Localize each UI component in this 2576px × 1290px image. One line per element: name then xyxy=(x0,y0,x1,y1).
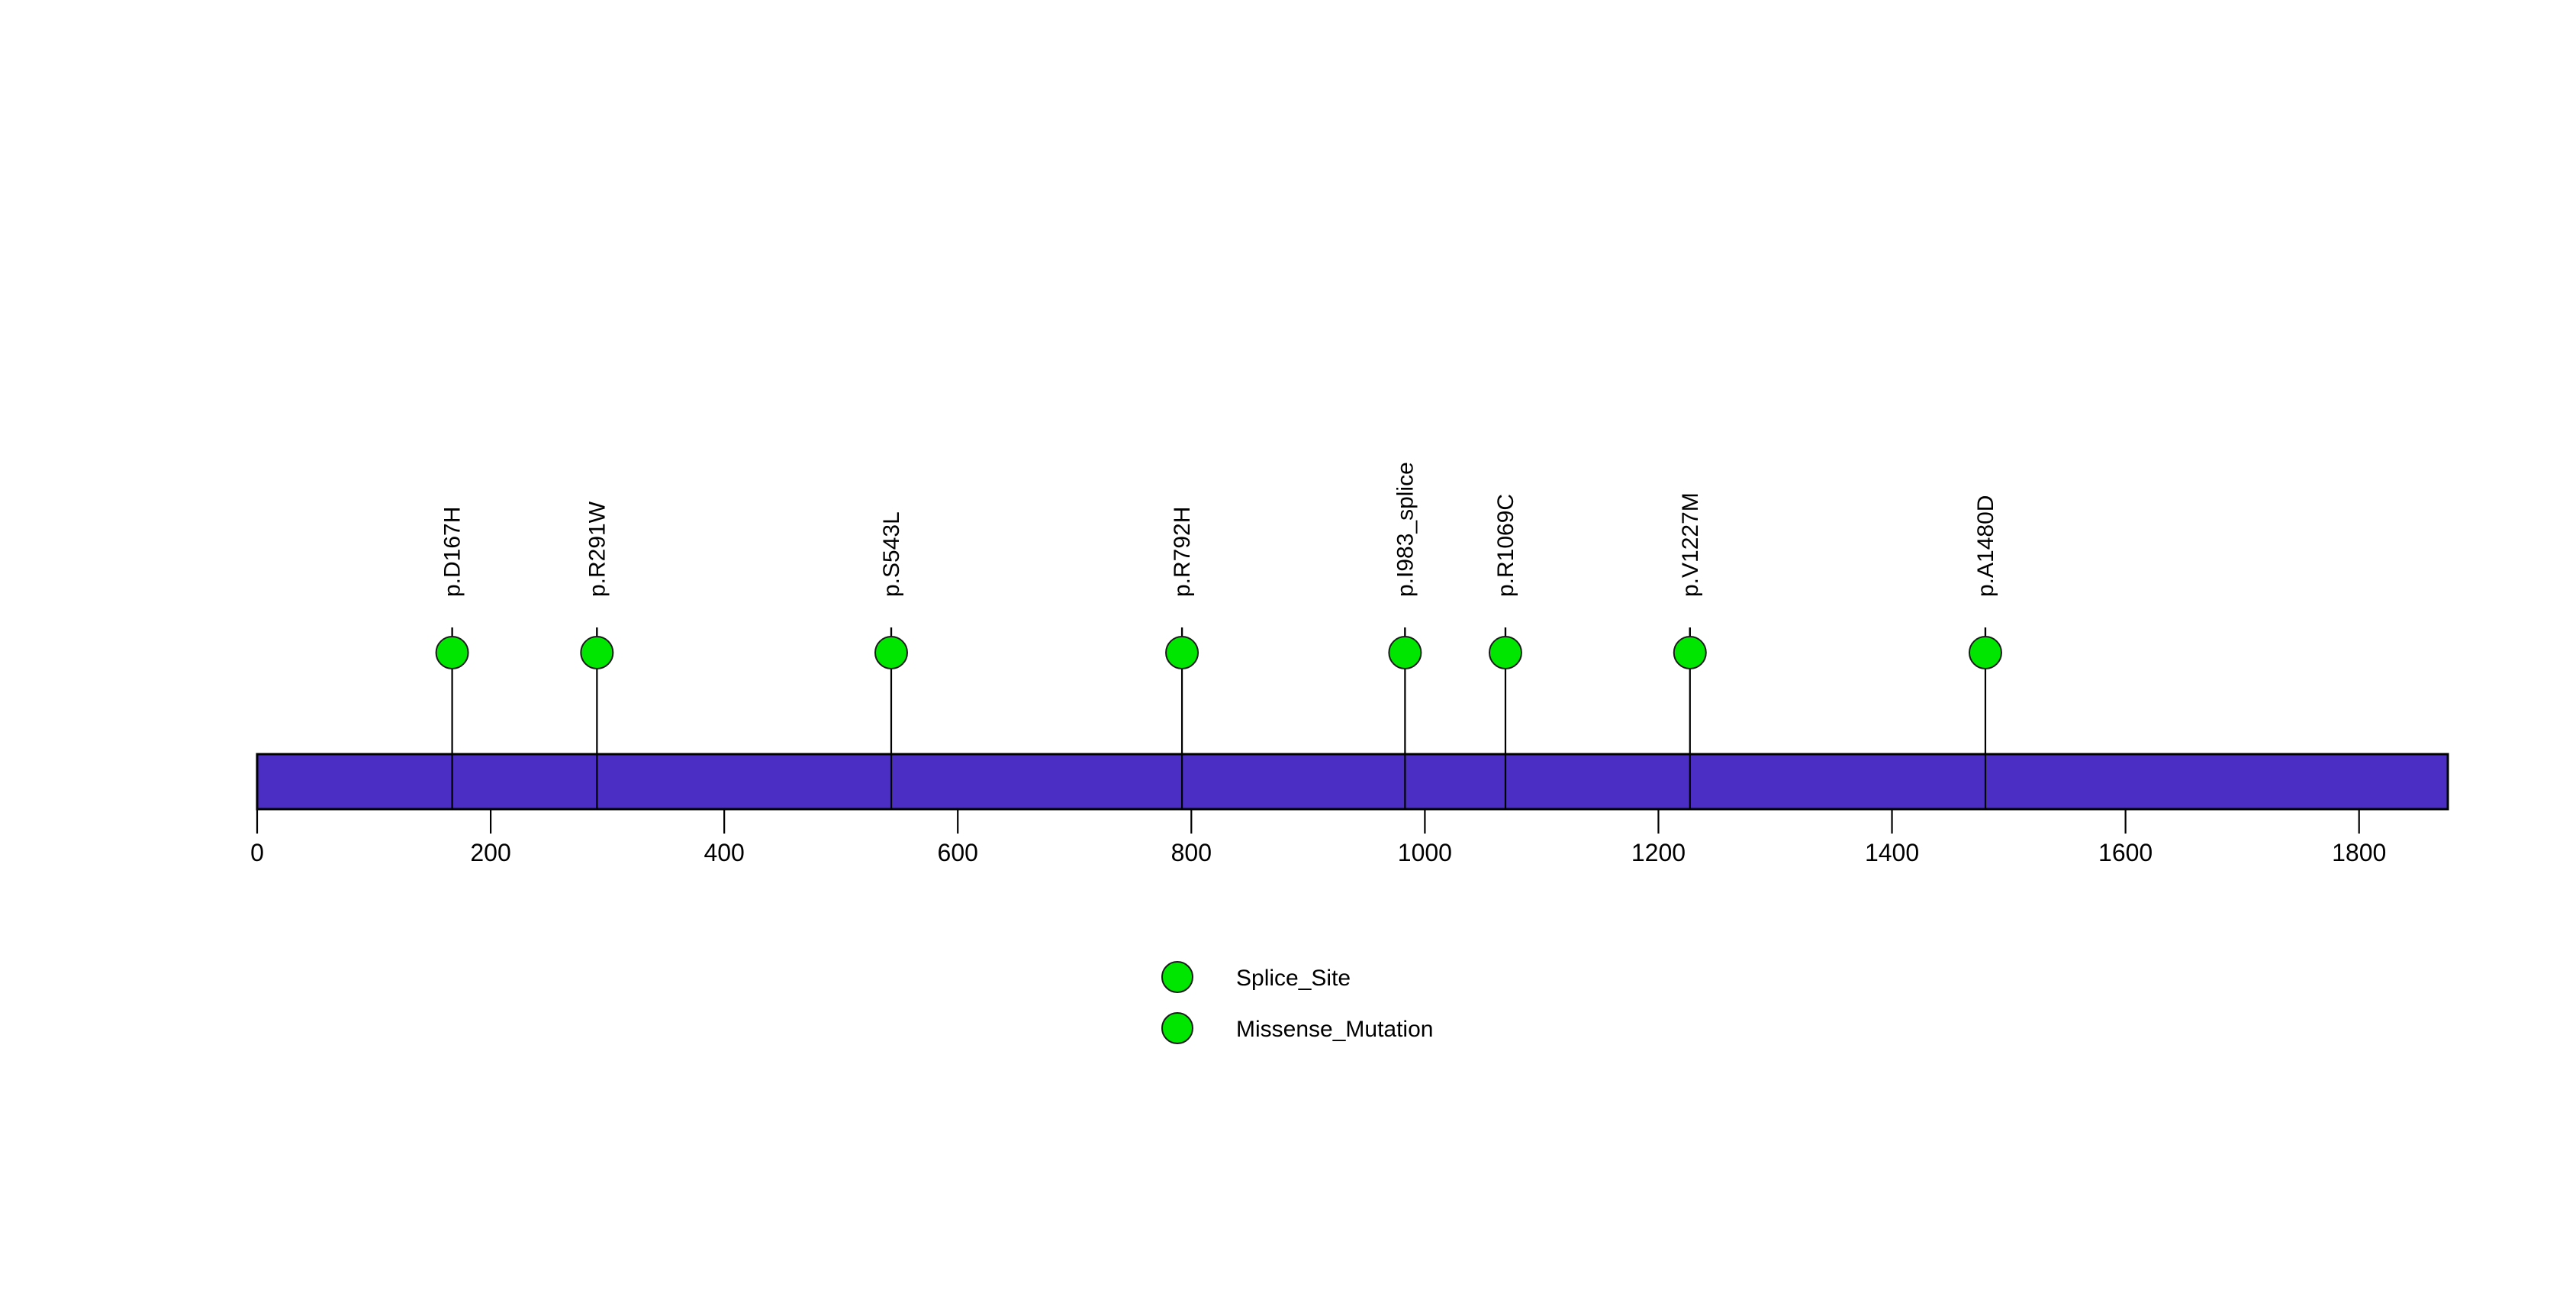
mutation-label: p.A1480D xyxy=(1973,495,1998,597)
lollipop-head[interactable]: p.V1227M (Missense_Mutation) xyxy=(1673,636,1707,669)
mutation-label: p.R1069C xyxy=(1493,494,1518,597)
lollipop-head[interactable]: p.A1480D (Missense_Mutation) xyxy=(1968,636,2002,669)
legend-marker[interactable] xyxy=(1161,961,1193,993)
x-axis-tick-label: 400 xyxy=(704,839,744,866)
lollipop-head[interactable]: p.R1069C (Missense_Mutation) xyxy=(1488,636,1522,669)
x-axis-tick-label: 1400 xyxy=(1865,839,1919,866)
mutation-label: p.R291W xyxy=(584,501,610,597)
legend-label: Missense_Mutation xyxy=(1236,1017,1433,1042)
lollipop-head[interactable]: p.R291W (Missense_Mutation) xyxy=(580,636,614,669)
lollipop-head[interactable]: p.R792H (Missense_Mutation) xyxy=(1165,636,1199,669)
mutation-label: p.S543L xyxy=(879,511,904,597)
lollipop-heads-group[interactable]: p.D167H (Missense_Mutation) p.R291W (Miss… xyxy=(435,636,2002,669)
lollipop-head[interactable]: p.D167H (Missense_Mutation) xyxy=(435,636,469,669)
x-axis-tick-label: 600 xyxy=(938,839,978,866)
mutation-label: p.V1227M xyxy=(1678,492,1703,597)
mutation-label: p.I983_splice xyxy=(1393,462,1418,597)
x-axis-tick-label: 1200 xyxy=(1631,839,1686,866)
protein-backbone-bar xyxy=(256,753,2449,811)
legend-marker[interactable] xyxy=(1161,1012,1193,1044)
mutation-labels-group: p.D167H p.R291W p.S543L p.R792H p.I983_splic… xyxy=(440,462,1998,597)
x-axis-tick-label: 1600 xyxy=(2098,839,2153,866)
x-axis-tick-label: 200 xyxy=(470,839,510,866)
lollipop-head[interactable]: p.I983_splice (Splice_Site) xyxy=(1388,636,1422,669)
lollipop-stems-over-bar-group xyxy=(451,754,1987,809)
x-axis-group: 0 200 400 600 800 1000 1200 1400 1600 1800 xyxy=(250,809,2386,866)
legend-label: Splice_Site xyxy=(1236,966,1351,991)
x-axis-tick-label: 1800 xyxy=(2332,839,2386,866)
lollipop-head[interactable]: p.S543L (Missense_Mutation) xyxy=(874,636,908,669)
x-axis-tick-label: 1000 xyxy=(1398,839,1452,866)
mutation-label: p.D167H xyxy=(440,507,465,597)
mutation-label: p.R792H xyxy=(1170,507,1195,597)
x-axis-tick-label: 0 xyxy=(250,839,264,866)
x-axis-tick-label: 800 xyxy=(1171,839,1212,866)
